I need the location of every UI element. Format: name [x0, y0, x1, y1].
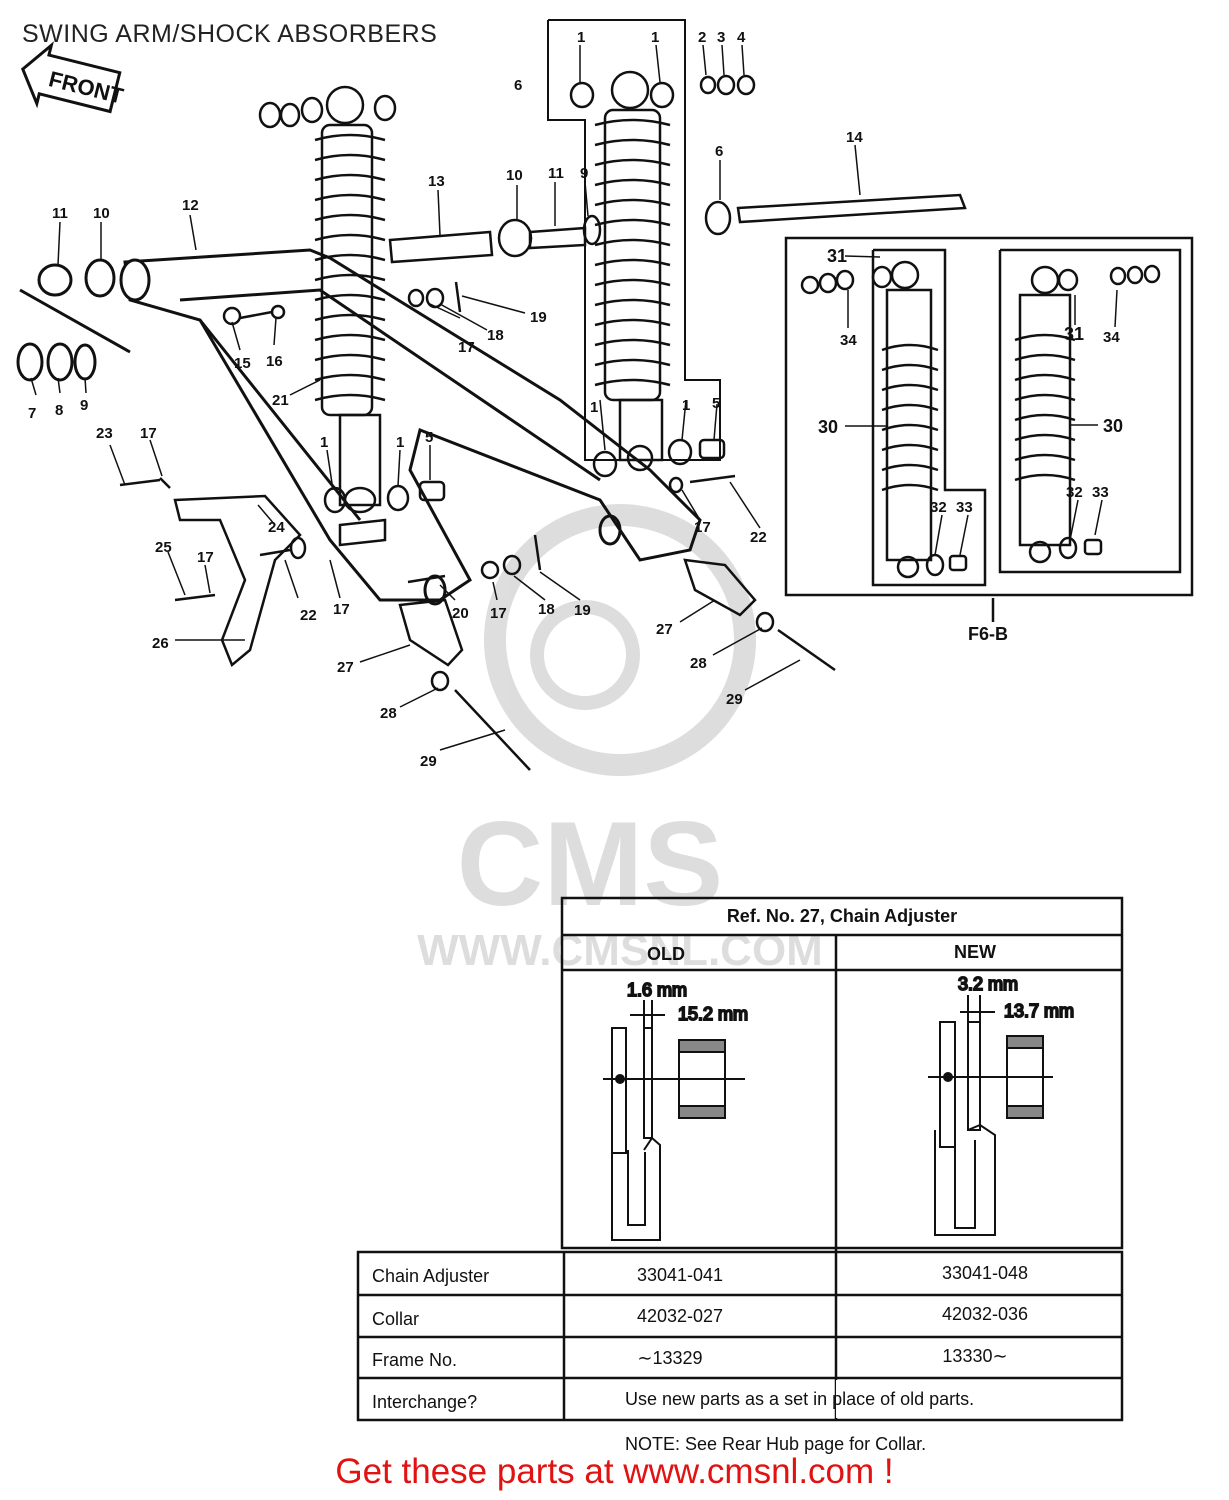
callout-8: 8: [55, 402, 63, 419]
pivot-shaft: [119, 193, 967, 668]
callout-30: 30: [818, 417, 838, 437]
callout-1: 1: [651, 29, 659, 46]
new-dimension-b: 13.7 mm: [1004, 1001, 1074, 1021]
callout-1: 1: [590, 399, 598, 416]
old-dimension-a: 1.6 mm: [627, 980, 687, 1000]
inset-shocks: [800, 260, 1161, 579]
callout-9: 9: [80, 397, 88, 414]
callout-10: 10: [506, 167, 523, 184]
inset-f6b: [784, 236, 1194, 622]
row-old-chain-adjuster: 33041-041: [637, 1265, 723, 1285]
callout-3: 3: [717, 29, 725, 46]
callout-17: 17: [333, 601, 350, 618]
callout-27: 27: [656, 621, 673, 638]
callout-21: 21: [272, 392, 289, 409]
callout-29: 29: [420, 753, 437, 770]
row-old-collar: 42032-027: [637, 1306, 723, 1326]
callout-22: 22: [750, 529, 767, 546]
callout-17: 17: [140, 425, 157, 442]
callout-26: 26: [152, 635, 169, 652]
callout-25: 25: [155, 539, 172, 556]
callout-32: 32: [930, 499, 947, 516]
new-dimension-a: 3.2 mm: [958, 974, 1018, 994]
callout-5: 5: [425, 429, 433, 446]
table-heading: Ref. No. 27, Chain Adjuster: [727, 906, 957, 926]
callout-18: 18: [487, 327, 504, 344]
callout-11: 11: [52, 205, 68, 222]
callout-12: 12: [182, 197, 199, 214]
callout-1: 1: [396, 434, 404, 451]
callout-7: 7: [28, 405, 36, 422]
callout-14: 14: [846, 129, 863, 146]
callout-17: 17: [490, 605, 507, 622]
callout-17: 17: [694, 519, 711, 536]
leader-lines: [30, 44, 1118, 751]
row-label-frame-no: Frame No.: [372, 1350, 457, 1370]
shock-absorber-left: [258, 85, 446, 514]
shock-group-outline: [547, 19, 721, 461]
promo-link[interactable]: Get these parts at www.cmsnl.com !: [335, 1452, 894, 1491]
chain-adjusters: [398, 558, 836, 771]
callout-34: 34: [1103, 329, 1120, 346]
callout-29: 29: [726, 691, 743, 708]
old-adjuster-drawing: 1.6 mm 15.2 mm: [603, 979, 749, 1241]
callout-32: 32: [1066, 484, 1083, 501]
callout-6: 6: [715, 143, 723, 160]
callout-11: 11: [548, 165, 564, 182]
callout-10: 10: [93, 205, 110, 222]
page-title: SWING ARM/SHOCK ABSORBERS: [22, 20, 438, 48]
callout-19: 19: [530, 309, 547, 326]
callout-31: 31: [827, 246, 847, 266]
callout-1: 1: [320, 434, 328, 451]
callout-numbers: 1 1 2 3 4 6 6 14 13 10 11 9 11 10 12 7 8…: [28, 29, 1123, 770]
row-new-chain-adjuster: 33041-048: [942, 1263, 1028, 1283]
callout-16: 16: [266, 353, 283, 370]
callout-23: 23: [96, 425, 113, 442]
new-adjuster-drawing: 3.2 mm 13.7 mm: [928, 973, 1075, 1236]
watermark-url: WWW.CMSNL.COM: [417, 926, 823, 975]
chain-adjuster-table: Ref. No. 27, Chain Adjuster OLD NEW 1.6 …: [356, 896, 1124, 1454]
callout-13: 13: [428, 173, 445, 190]
row-interchange-value: Use new parts as a set in place of old p…: [625, 1389, 974, 1409]
callout-34: 34: [840, 332, 857, 349]
callout-24: 24: [268, 519, 285, 536]
callout-19: 19: [574, 602, 591, 619]
row-label-collar: Collar: [372, 1309, 419, 1329]
callout-1: 1: [577, 29, 585, 46]
callout-17: 17: [458, 339, 475, 356]
column-new: NEW: [954, 942, 996, 962]
column-old: OLD: [647, 944, 685, 964]
callout-18: 18: [538, 601, 555, 618]
front-arrow: FRONT: [20, 41, 126, 114]
callout-1: 1: [682, 397, 690, 414]
callout-6: 6: [514, 77, 522, 94]
callout-22: 22: [300, 607, 317, 624]
callout-15: 15: [234, 355, 251, 372]
callout-33: 33: [1092, 484, 1109, 501]
callout-5: 5: [712, 395, 720, 412]
row-new-collar: 42032-036: [942, 1304, 1028, 1324]
callout-2: 2: [698, 29, 706, 46]
callout-4: 4: [737, 29, 746, 46]
row-new-frame-no: 13330∼: [942, 1346, 1007, 1366]
watermark-logo: CMS: [457, 797, 724, 931]
callout-9: 9: [580, 165, 588, 182]
table-note: NOTE: See Rear Hub page for Collar.: [625, 1434, 926, 1454]
shock-absorber-right: [569, 70, 756, 478]
row-old-frame-no: ∼13329: [637, 1348, 702, 1368]
old-dimension-b: 15.2 mm: [678, 1004, 748, 1024]
callout-33: 33: [956, 499, 973, 516]
row-label-interchange: Interchange?: [372, 1392, 477, 1412]
swing-arm: [16, 248, 702, 606]
callout-30: 30: [1103, 416, 1123, 436]
row-label-chain-adjuster: Chain Adjuster: [372, 1266, 489, 1286]
callout-31: 31: [1064, 324, 1084, 344]
callout-27: 27: [337, 659, 354, 676]
callout-20: 20: [452, 605, 469, 622]
inset-label: F6-B: [968, 624, 1008, 644]
callout-17: 17: [197, 549, 214, 566]
callout-28: 28: [380, 705, 397, 722]
callout-28: 28: [690, 655, 707, 672]
